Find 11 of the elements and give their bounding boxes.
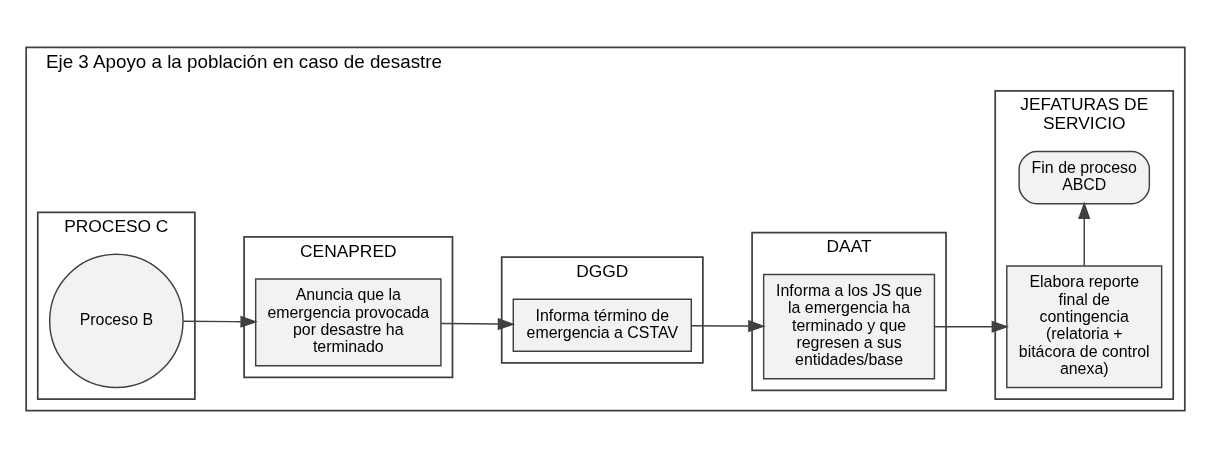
arrow <box>440 317 516 331</box>
node-box: Fin de proceso ABCD <box>1018 150 1151 205</box>
arrow <box>1078 201 1091 267</box>
arrow <box>934 320 1009 333</box>
node-box: Informa término de emergencia a CSTAV <box>512 298 693 352</box>
node-box: Elabora reporte final de contingencia (relatoria + bitácora de control anexa) <box>1006 265 1163 389</box>
arrow <box>691 320 766 333</box>
node-circle: Proceso B <box>48 253 184 389</box>
arrow <box>182 315 258 328</box>
node-box: Anuncia que la emergencia provocada por desastre ha terminado <box>254 278 442 367</box>
node-box: Informa a los JS que la emergencia ha terminado y que regresen a sus entidades/base <box>762 273 936 380</box>
